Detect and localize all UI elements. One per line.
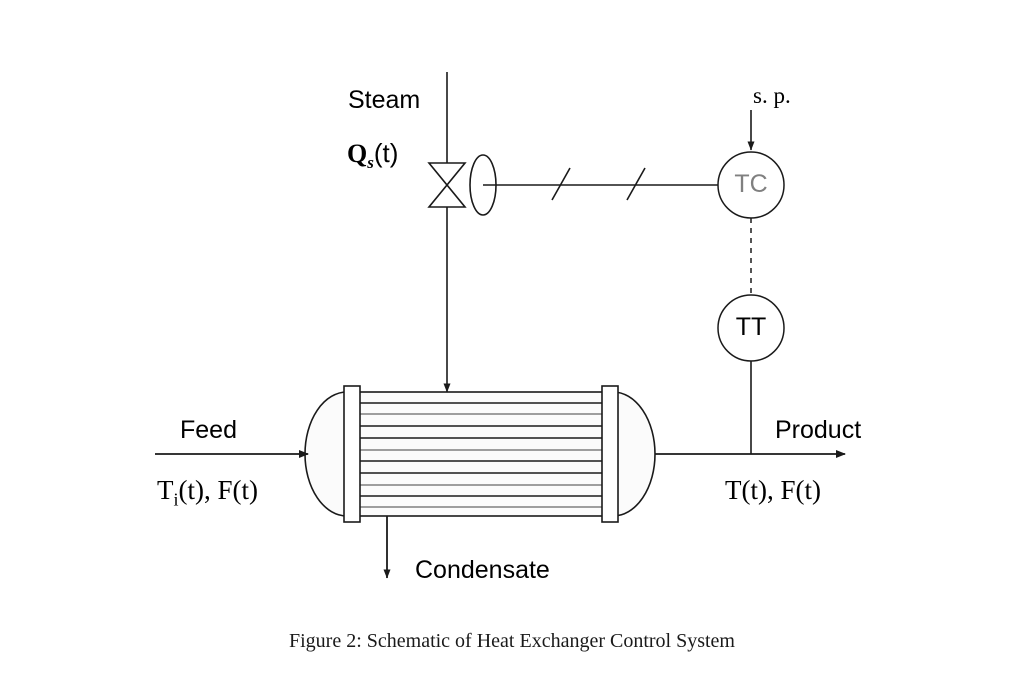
exchanger-right-tubesheet: [601, 385, 619, 523]
exchanger-right-head: [612, 391, 656, 517]
condensate-label: Condensate: [415, 556, 550, 584]
figure-caption: Figure 2: Schematic of Heat Exchanger Co…: [288, 630, 735, 652]
feed-variables-label: Ti(t), F(t): [157, 475, 258, 510]
steam-flow-symbol: Q: [347, 139, 368, 168]
steam-flow-subscript: s: [367, 153, 374, 173]
feed-label: Feed: [180, 416, 237, 444]
feed-temperature-symbol: T: [157, 475, 174, 505]
exchanger-left-tubesheet: [343, 385, 361, 523]
setpoint-label: s. p.: [753, 83, 791, 108]
tube-bundle: [360, 402, 604, 508]
pneumatic-signal-slash-icon-2: [626, 167, 646, 201]
valve-body-icon: [427, 162, 467, 208]
feed-temperature-subscript: i: [173, 489, 179, 510]
exchanger-left-head: [304, 391, 348, 517]
controller-tag-label: TC: [734, 170, 768, 198]
pneumatic-signal-slash-icon-1: [551, 167, 571, 201]
heat-exchanger-vessel: [304, 385, 656, 523]
exchanger-shell: [346, 391, 614, 517]
steam-label: Steam: [348, 86, 421, 114]
steam-flow-label: Qs(t): [347, 140, 398, 171]
product-variables-label: T(t), F(t): [725, 475, 821, 505]
feed-variables-rest: (t), F(t): [178, 475, 258, 505]
product-label: Product: [775, 416, 862, 444]
steam-flow-arg: (t): [373, 138, 399, 168]
transmitter-tag-label: TT: [735, 313, 767, 341]
